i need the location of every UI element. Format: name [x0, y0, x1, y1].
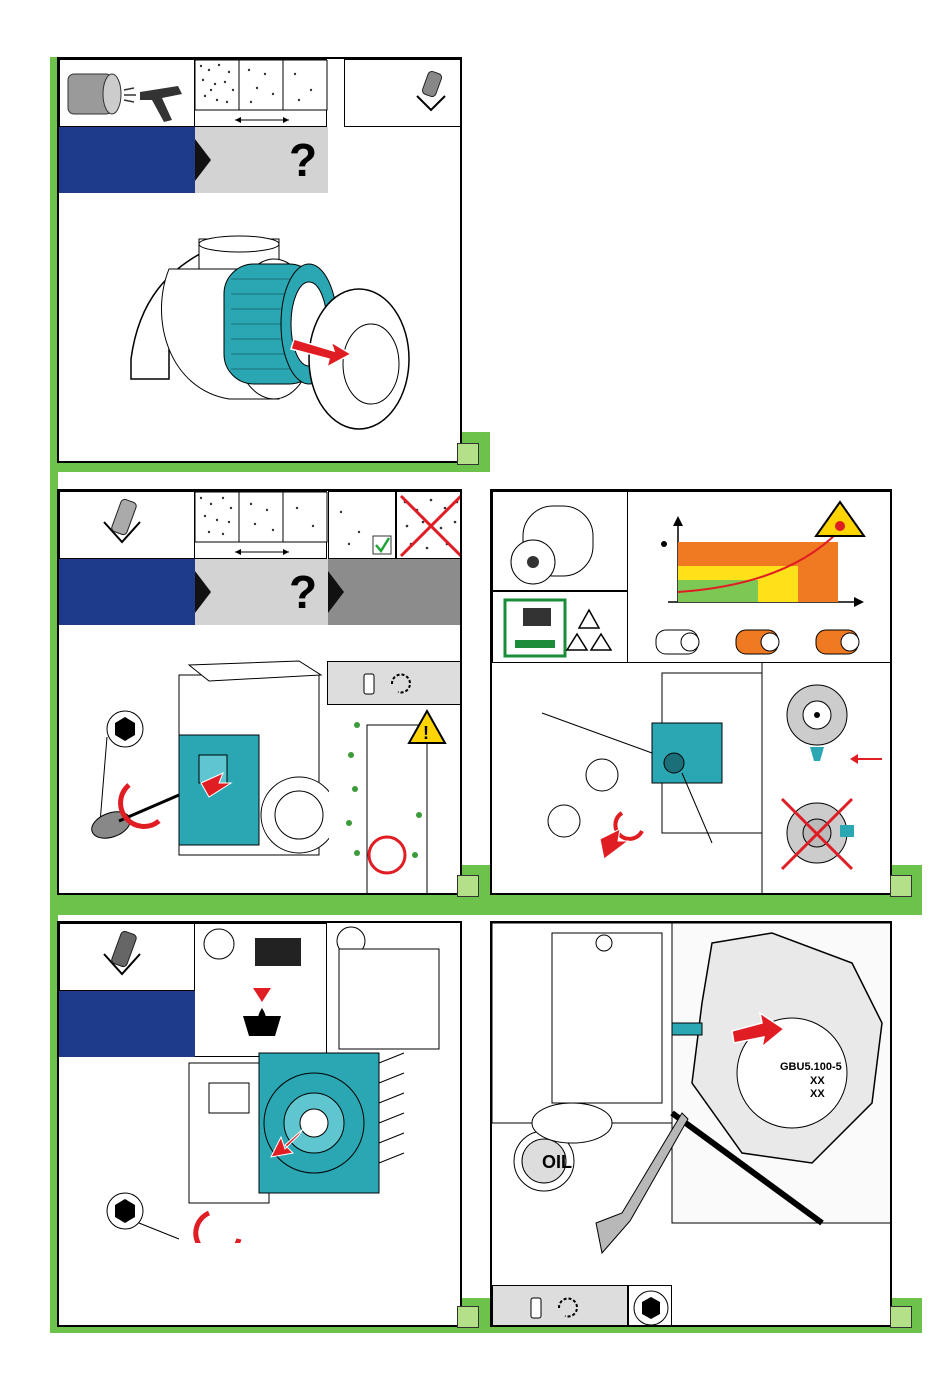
step-marker [890, 875, 912, 897]
recycle-icon [493, 592, 629, 664]
chevron-icon [328, 571, 344, 613]
result-box [328, 559, 462, 625]
dust-level-cell [194, 491, 327, 559]
filter-ok-cell [328, 491, 396, 559]
filter-states-icon [656, 630, 859, 654]
filter-housing-illustration [59, 199, 459, 459]
panel-filter-status [490, 489, 892, 895]
step-marker [457, 875, 479, 897]
pump-plate-line3: XX [810, 1088, 825, 1100]
pump-plate-line1: GBU5.100-5 [780, 1061, 842, 1073]
panel-oil-drain [57, 921, 462, 1327]
pump-cover-removal-illustration [59, 625, 329, 895]
saturation-chart [628, 492, 892, 664]
rotate-arrow-icon [196, 1213, 239, 1243]
chevron-icon [195, 139, 211, 181]
disposal-cell [492, 591, 628, 663]
filter-fail-cell [396, 491, 462, 559]
step-label-blue [59, 559, 195, 625]
pump-cover-illustration [59, 923, 462, 1243]
hex-key-icon [629, 1286, 673, 1327]
panel-exhaust-filter-check: ? ! [57, 489, 462, 895]
panel-pump-detail: OIL GBU5.100-5 XX XX [490, 921, 892, 1327]
filter-cartridge-icon [493, 492, 629, 592]
dust-level-cell [194, 59, 327, 127]
filter-blow-icon-cell [59, 59, 195, 127]
step-marker [457, 443, 479, 465]
pump-detail-illustration [492, 923, 892, 1327]
waste-bin-icon [60, 492, 196, 560]
check-icon [329, 492, 397, 560]
cross-icon [397, 492, 462, 560]
dust-level-icon [195, 492, 328, 560]
panel-filter-cleaning: ? [57, 57, 462, 463]
air-gun-icon [60, 60, 196, 128]
bolt-pattern-illustration: ! [327, 705, 462, 895]
dust-level-icon [195, 60, 328, 128]
filter-removal-illustration [492, 663, 892, 895]
step-marker [457, 1306, 479, 1328]
pump-plate-line2: XX [810, 1075, 825, 1087]
torque-icon [328, 662, 462, 706]
waste-bin-icon [345, 60, 462, 128]
torque-icon [493, 1286, 629, 1327]
step-label-blue [59, 127, 195, 193]
waste-cell [344, 59, 462, 127]
oil-fill-label: OIL [542, 1152, 572, 1173]
step-marker [890, 1306, 912, 1328]
waste-cell [59, 491, 195, 559]
chevron-icon [195, 571, 211, 613]
svg-text:!: ! [423, 723, 429, 743]
filter-cartridge-cell [492, 491, 628, 591]
hex-key-cell [628, 1285, 672, 1327]
question-icon: ? [289, 565, 317, 619]
torque-cell [327, 661, 462, 705]
question-icon: ? [289, 133, 317, 187]
torque-cell [492, 1285, 628, 1327]
saturation-chart-cell [627, 491, 892, 663]
